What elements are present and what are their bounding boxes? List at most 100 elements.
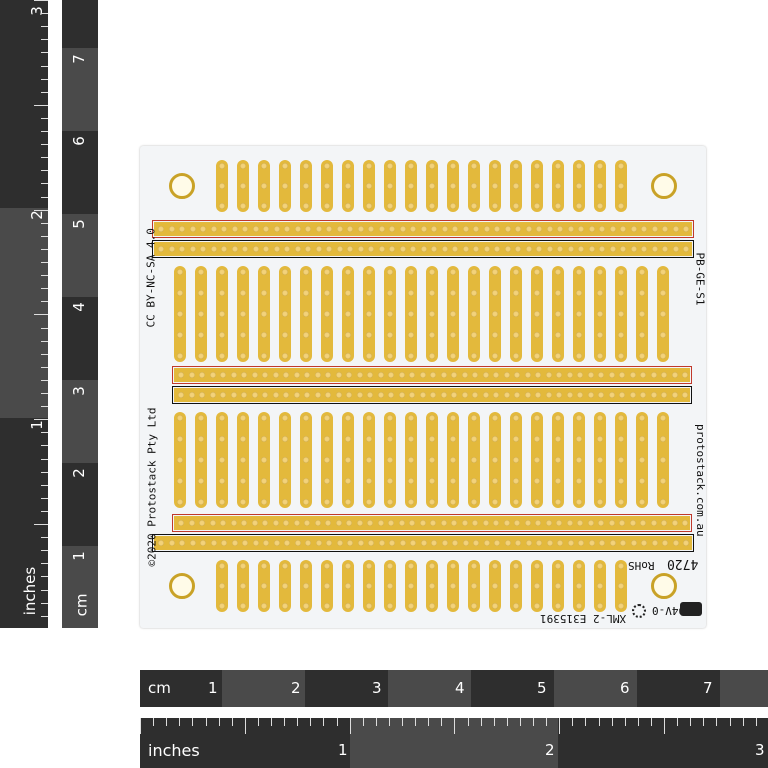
solder-hole xyxy=(242,226,248,232)
solder-hole xyxy=(599,246,605,252)
solder-hole xyxy=(305,226,311,232)
solder-hole xyxy=(303,183,309,189)
negative-rail-outline xyxy=(152,240,694,258)
solder-hole xyxy=(555,163,561,169)
solder-hole xyxy=(660,290,666,296)
solder-hole xyxy=(630,540,637,546)
solder-hole xyxy=(471,478,477,484)
solder-hole xyxy=(261,457,267,463)
solder-hole xyxy=(651,226,658,232)
solder-hole xyxy=(241,520,247,526)
solder-hole xyxy=(494,226,500,232)
solder-hole xyxy=(639,332,645,338)
solder-hole xyxy=(198,269,204,275)
solder-hole xyxy=(514,520,520,526)
solder-hole xyxy=(261,311,267,317)
solder-hole xyxy=(356,392,363,398)
solder-hole xyxy=(441,226,448,232)
solder-hole xyxy=(471,603,477,609)
ruler-tick xyxy=(153,718,155,726)
solder-hole xyxy=(345,603,351,609)
solder-hole xyxy=(293,392,300,398)
ruler-label: 2 xyxy=(69,468,88,478)
solder-hole xyxy=(303,603,309,609)
solder-hole xyxy=(597,583,603,589)
solder-hole xyxy=(555,311,561,317)
solder-hole xyxy=(482,392,489,398)
solder-hole xyxy=(419,520,426,526)
solder-hole xyxy=(430,392,436,398)
solder-hole xyxy=(324,163,330,169)
solder-hole xyxy=(284,246,290,252)
ruler-tick xyxy=(41,170,48,172)
solder-hole xyxy=(566,520,573,526)
solder-hole xyxy=(366,269,372,275)
solder-hole xyxy=(429,183,435,189)
solder-hole xyxy=(366,290,372,296)
ruler-tick xyxy=(716,718,718,726)
solder-hole xyxy=(555,415,561,421)
ruler-tick xyxy=(375,718,377,726)
solder-hole xyxy=(514,392,520,398)
ruler-tick xyxy=(41,52,48,54)
mounting-hole xyxy=(651,573,677,599)
solder-hole xyxy=(314,392,321,398)
website-text: protostack.com.au xyxy=(694,424,707,537)
solder-hole xyxy=(555,603,561,609)
solder-hole xyxy=(251,392,258,398)
solder-hole xyxy=(273,540,280,546)
solder-hole xyxy=(429,478,435,484)
solder-hole xyxy=(199,392,205,398)
solder-hole xyxy=(618,436,624,442)
solder-hole xyxy=(597,183,603,189)
solder-hole xyxy=(534,478,540,484)
solder-hole xyxy=(619,520,625,526)
ruler-label: 1 xyxy=(208,679,218,697)
ruler-tick xyxy=(441,718,443,726)
ruler-tick xyxy=(41,13,48,15)
solder-hole xyxy=(639,311,645,317)
solder-hole xyxy=(408,311,414,317)
solder-hole xyxy=(555,436,561,442)
solder-hole xyxy=(683,246,689,252)
license-text: CC BY-NC-SA 4.0 xyxy=(144,228,158,328)
solder-hole xyxy=(409,372,415,378)
solder-hole xyxy=(230,372,237,378)
solder-hole xyxy=(534,353,540,359)
ruler-tick xyxy=(41,78,48,80)
solder-hole xyxy=(324,478,330,484)
ruler-segment xyxy=(222,670,305,707)
ruler-tick xyxy=(41,26,48,28)
solder-hole xyxy=(304,520,310,526)
solder-hole xyxy=(389,246,395,252)
solder-hole xyxy=(546,246,553,252)
solder-hole xyxy=(219,563,225,569)
solder-hole xyxy=(471,311,477,317)
solder-hole xyxy=(545,520,552,526)
solder-hole xyxy=(177,290,183,296)
solder-hole xyxy=(683,226,689,232)
ruler-tick xyxy=(559,718,561,734)
solder-hole xyxy=(471,332,477,338)
solder-hole xyxy=(671,372,678,378)
ruler-tick xyxy=(34,524,48,525)
solder-hole xyxy=(200,246,206,252)
solder-hole xyxy=(524,392,531,398)
solder-hole xyxy=(492,478,498,484)
ruler-label: 3 xyxy=(27,6,46,16)
solder-hole xyxy=(599,226,605,232)
solder-hole xyxy=(262,520,268,526)
solder-hole xyxy=(429,603,435,609)
ruler-tick xyxy=(41,432,48,434)
solder-hole xyxy=(282,563,288,569)
solder-hole xyxy=(555,478,561,484)
solder-hole xyxy=(346,520,352,526)
solder-hole xyxy=(378,226,385,232)
solder-hole xyxy=(231,246,238,252)
ruler-tick xyxy=(624,718,626,726)
ruler-tick xyxy=(611,718,613,726)
solder-hole xyxy=(662,246,668,252)
inches-ruler-horizontal: inches 1 2 3 xyxy=(140,718,768,768)
solder-hole xyxy=(672,246,679,252)
solder-hole xyxy=(557,246,563,252)
